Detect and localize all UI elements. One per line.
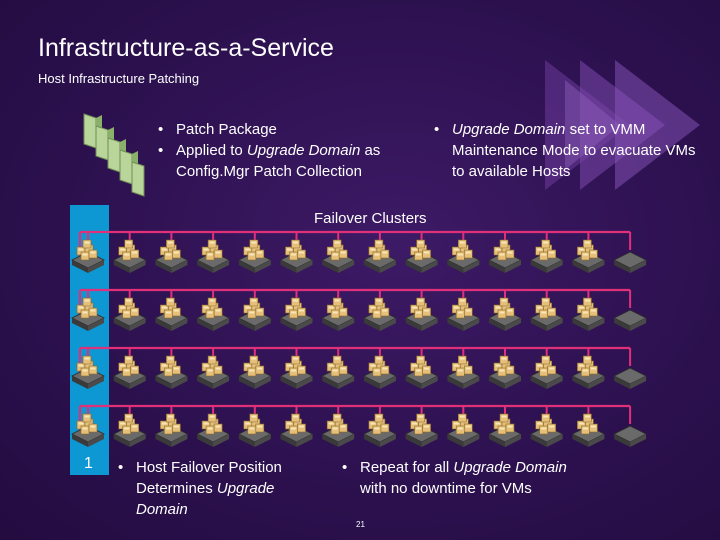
bullet-host-failover: Host Failover Position Determines Upgrad… [112, 457, 322, 520]
empty-server-icon [614, 368, 646, 389]
server-with-vms-icon [281, 414, 313, 447]
server-with-vms-icon [322, 240, 354, 273]
server-with-vms-icon [155, 414, 187, 447]
empty-server-icon [614, 252, 646, 273]
server-with-vms-icon [114, 356, 146, 389]
bullet-bottom-left: Host Failover Position Determines Upgrad… [112, 457, 322, 520]
server-with-vms-icon [406, 414, 438, 447]
server-with-vms-icon [447, 356, 479, 389]
empty-server-icon [614, 426, 646, 447]
server-with-vms-icon [155, 356, 187, 389]
server-with-vms-icon [72, 356, 104, 389]
server-with-vms-icon [447, 240, 479, 273]
server-with-vms-icon [447, 414, 479, 447]
server-with-vms-icon [239, 356, 271, 389]
server-with-vms-icon [197, 298, 229, 331]
server-with-vms-icon [155, 298, 187, 331]
server-with-vms-icon [281, 240, 313, 273]
server-with-vms-icon [197, 414, 229, 447]
server-with-vms-icon [239, 414, 271, 447]
server-with-vms-icon [155, 240, 187, 273]
server-with-vms-icon [572, 240, 604, 273]
server-with-vms-icon [531, 414, 563, 447]
server-with-vms-icon [531, 298, 563, 331]
empty-server-icon [614, 310, 646, 331]
server-with-vms-icon [114, 414, 146, 447]
server-with-vms-icon [489, 240, 521, 273]
bullet-repeat: Repeat for all Upgrade Domain with no do… [336, 457, 576, 499]
server-with-vms-icon [572, 414, 604, 447]
server-with-vms-icon [531, 240, 563, 273]
failover-clusters-label: Failover Clusters [314, 210, 427, 227]
server-with-vms-icon [281, 356, 313, 389]
server-with-vms-icon [447, 298, 479, 331]
server-with-vms-icon [322, 414, 354, 447]
server-with-vms-icon [197, 240, 229, 273]
server-with-vms-icon [72, 240, 104, 273]
server-with-vms-icon [197, 356, 229, 389]
server-with-vms-icon [72, 414, 104, 447]
server-with-vms-icon [531, 356, 563, 389]
server-with-vms-icon [364, 356, 396, 389]
server-with-vms-icon [364, 240, 396, 273]
server-with-vms-icon [281, 298, 313, 331]
server-with-vms-icon [572, 356, 604, 389]
server-with-vms-icon [489, 356, 521, 389]
bullet-bottom-right: Repeat for all Upgrade Domain with no do… [336, 457, 576, 499]
server-with-vms-icon [72, 298, 104, 331]
server-with-vms-icon [322, 356, 354, 389]
server-with-vms-icon [364, 298, 396, 331]
server-with-vms-icon [114, 240, 146, 273]
server-with-vms-icon [489, 414, 521, 447]
server-with-vms-icon [322, 298, 354, 331]
server-with-vms-icon [572, 298, 604, 331]
server-with-vms-icon [239, 298, 271, 331]
server-with-vms-icon [406, 240, 438, 273]
page-number: 21 [356, 520, 365, 529]
server-with-vms-icon [406, 298, 438, 331]
server-with-vms-icon [489, 298, 521, 331]
server-with-vms-icon [239, 240, 271, 273]
server-with-vms-icon [364, 414, 396, 447]
server-with-vms-icon [406, 356, 438, 389]
upgrade-domain-number: 1 [84, 455, 93, 473]
server-with-vms-icon [114, 298, 146, 331]
